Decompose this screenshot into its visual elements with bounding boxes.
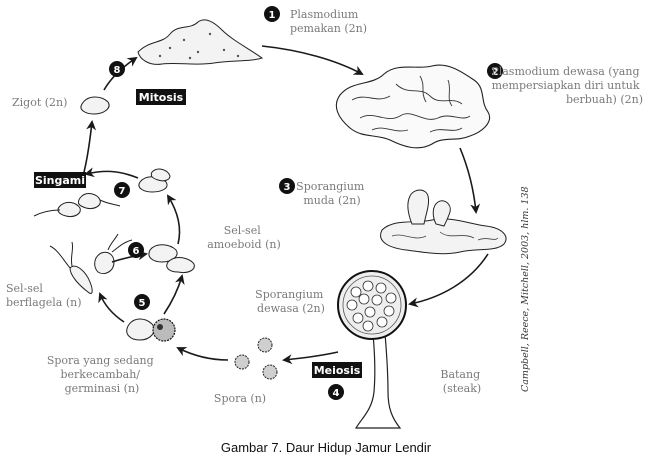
svg-text:7: 7 [119,186,126,197]
meiosis-box: Meiosis [312,362,362,378]
germinating-spore-illustration [126,318,176,342]
mitosis-box: Mitosis [136,89,186,105]
figure-caption: Gambar 7. Daur Hidup Jamur Lendir [221,440,432,455]
mature-plasmodium-illustration [335,64,490,149]
fusing-amoeboid-cells-illustration [138,168,171,193]
flagellated-cells-illustration [49,233,133,295]
step-1-badge: 1 [264,6,280,22]
step-2-badge: 2 [487,63,503,79]
svg-text:2: 2 [492,67,499,78]
feeding-plasmodium-label: Plasmodium pemakan (2n) [290,8,367,35]
svg-text:Meiosis: Meiosis [314,364,361,377]
svg-text:3: 3 [284,182,291,193]
step-4-badge: 4 [328,384,344,400]
svg-text:Singami: Singami [35,174,85,187]
feeding-plasmodium-illustration [137,19,264,65]
source-credit: Campbell, Reece, Mitchell, 2003, hlm. 13… [520,186,531,392]
step-3-badge: 3 [279,178,295,194]
step-number-badges: 1 2 3 4 5 6 7 8 [109,6,503,400]
flagellated-cells-label: Sel-sel berflagela (n) [6,282,82,309]
stalk-label: Batang (steak) [440,368,483,395]
spores-label: Spora (n) [214,392,266,405]
germinating-spore-label: Spora yang sedang berkecambah/ germinasi… [47,354,157,395]
zygote-illustration [80,96,110,115]
mature-plasmodium-label: Plasmodium dewasa (yang mempersiapkan di… [491,65,643,106]
young-sporangium-illustration [380,189,507,255]
mature-sporangium-label: Sporangium dewasa (2n) [255,288,327,315]
step-5-badge: 5 [134,294,150,310]
young-sporangium-label: Sporangium muda (2n) [296,180,368,207]
svg-text:8: 8 [114,65,121,76]
fusing-gametes-illustration [33,193,121,217]
svg-text:5: 5 [139,298,146,309]
step-7-badge: 7 [114,182,130,198]
amoeboid-cells-label: Sel-sel amoeboid (n) [207,224,281,251]
svg-text:6: 6 [133,246,140,257]
mature-sporangium-illustration [337,270,407,429]
zygote-label: Zigot (2n) [12,96,67,109]
cycle-arrows [83,45,489,365]
svg-text:Mitosis: Mitosis [139,91,184,104]
step-8-badge: 8 [109,61,125,77]
amoeboid-cells-illustration [148,244,195,273]
svg-text:1: 1 [269,10,276,21]
svg-text:4: 4 [333,388,340,399]
singami-box: Singami [34,172,86,188]
step-6-badge: 6 [128,242,144,258]
spores-illustration [234,337,278,380]
